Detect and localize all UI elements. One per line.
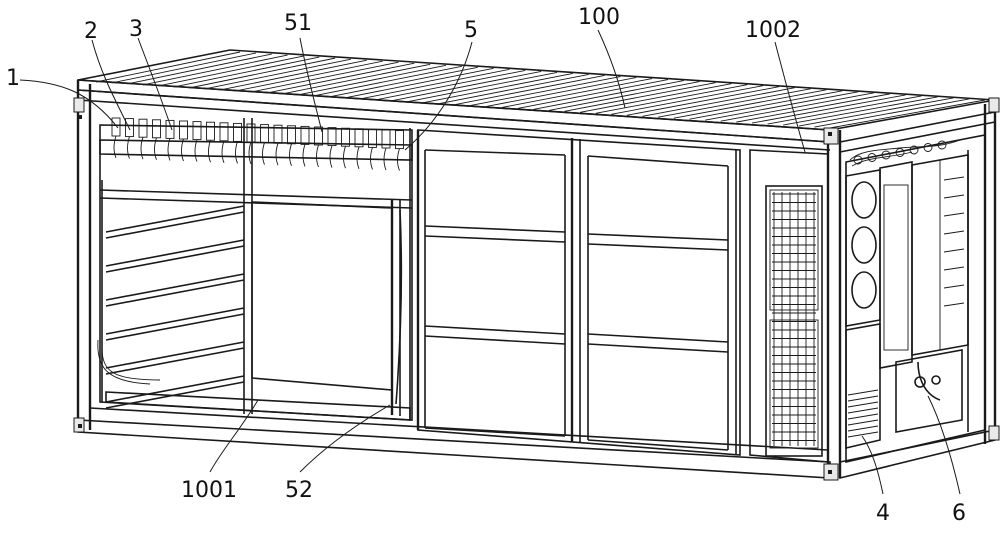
label-51: 51	[284, 13, 312, 35]
label-2: 2	[84, 21, 98, 43]
label-5: 5	[464, 20, 478, 42]
label-100: 100	[578, 7, 620, 29]
label-6: 6	[952, 503, 966, 525]
label-3: 3	[129, 19, 143, 41]
label-4: 4	[876, 503, 890, 525]
ventilation-panel	[750, 150, 828, 462]
label-1001: 1001	[181, 480, 237, 502]
middle-door-panels	[418, 130, 740, 455]
corrugated-roof	[78, 50, 995, 142]
label-1: 1	[6, 68, 20, 90]
equipment-room	[846, 135, 985, 462]
label-1002: 1002	[745, 20, 801, 42]
label-52: 52	[285, 480, 313, 502]
battery-rack-left	[98, 118, 412, 420]
